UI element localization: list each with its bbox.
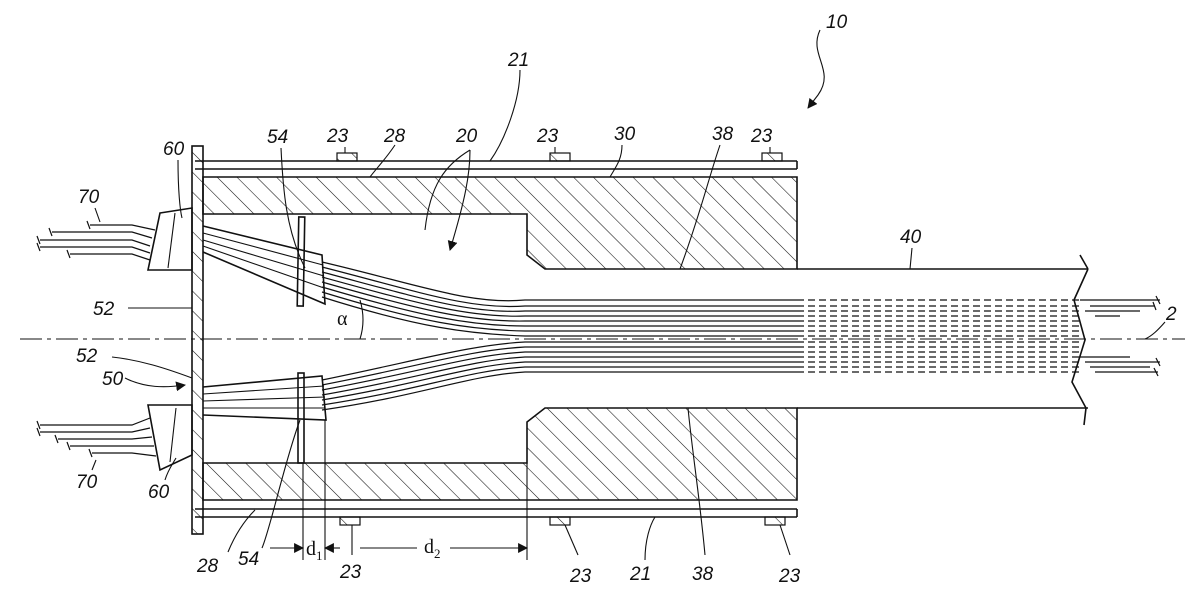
ref-40: 40	[900, 227, 922, 248]
ref-23-top-3: 23	[750, 126, 773, 147]
ref-54-top: 54	[267, 127, 288, 148]
ref-52-top: 52	[93, 299, 115, 320]
ref-23-top-2: 23	[536, 126, 559, 147]
outer-sleeve-bottom	[195, 508, 798, 518]
outer-sleeve-top	[195, 160, 798, 170]
angle-arc	[359, 299, 364, 340]
ref-2: 2	[1165, 304, 1177, 325]
dimension-d1: d1	[306, 538, 323, 563]
ref-23-bottom-1: 23	[339, 562, 362, 583]
ref-60-bottom: 60	[148, 482, 170, 503]
ref-23-bottom-2: 23	[569, 566, 592, 587]
ref-21-top: 21	[507, 50, 529, 71]
heater-pad-top-1	[336, 152, 358, 162]
ref-60-top: 60	[163, 139, 185, 160]
input-cable-top	[36, 220, 156, 261]
heater-pad-top-2	[549, 152, 571, 162]
ref-38-top: 38	[712, 124, 734, 145]
ref-50: 50	[102, 369, 124, 390]
upper-fiber-group	[202, 216, 797, 337]
heater-pad-bottom-2	[549, 516, 571, 526]
dimension-lines	[270, 420, 528, 560]
input-cable-bottom	[36, 417, 157, 458]
housing-block-top	[202, 176, 798, 270]
lower-fiber-group	[202, 341, 797, 464]
ref-28-top: 28	[383, 126, 406, 147]
ref-23-top-1: 23	[326, 126, 349, 147]
heater-pad-bottom-3	[764, 516, 786, 526]
ref-70-bottom: 70	[76, 472, 98, 493]
dimension-d2: d2	[424, 536, 441, 561]
fiber-exit-ends	[1080, 295, 1161, 377]
ref-38-bottom: 38	[692, 564, 714, 585]
angle-alpha: α	[337, 308, 348, 330]
ref-70-top: 70	[78, 187, 100, 208]
ref-54-bottom: 54	[238, 549, 259, 570]
bundle-fibers-dashed	[797, 299, 1080, 373]
ref-30: 30	[614, 124, 636, 145]
mounting-plate	[191, 145, 204, 535]
ref-10: 10	[826, 12, 848, 33]
housing-block-bottom	[202, 407, 798, 501]
ref-23-bottom-3: 23	[778, 566, 801, 587]
heater-pad-bottom-1	[339, 516, 361, 526]
connector-top	[147, 207, 193, 271]
leader-lines	[91, 29, 1166, 561]
connector-bottom	[147, 404, 193, 472]
ref-52-bottom: 52	[76, 346, 98, 367]
fiber-bundle	[797, 254, 1089, 426]
heater-pad-top-3	[761, 152, 783, 162]
ref-28-bottom: 28	[196, 556, 219, 577]
ref-21-bottom: 21	[629, 564, 651, 585]
ref-20: 20	[455, 126, 478, 147]
